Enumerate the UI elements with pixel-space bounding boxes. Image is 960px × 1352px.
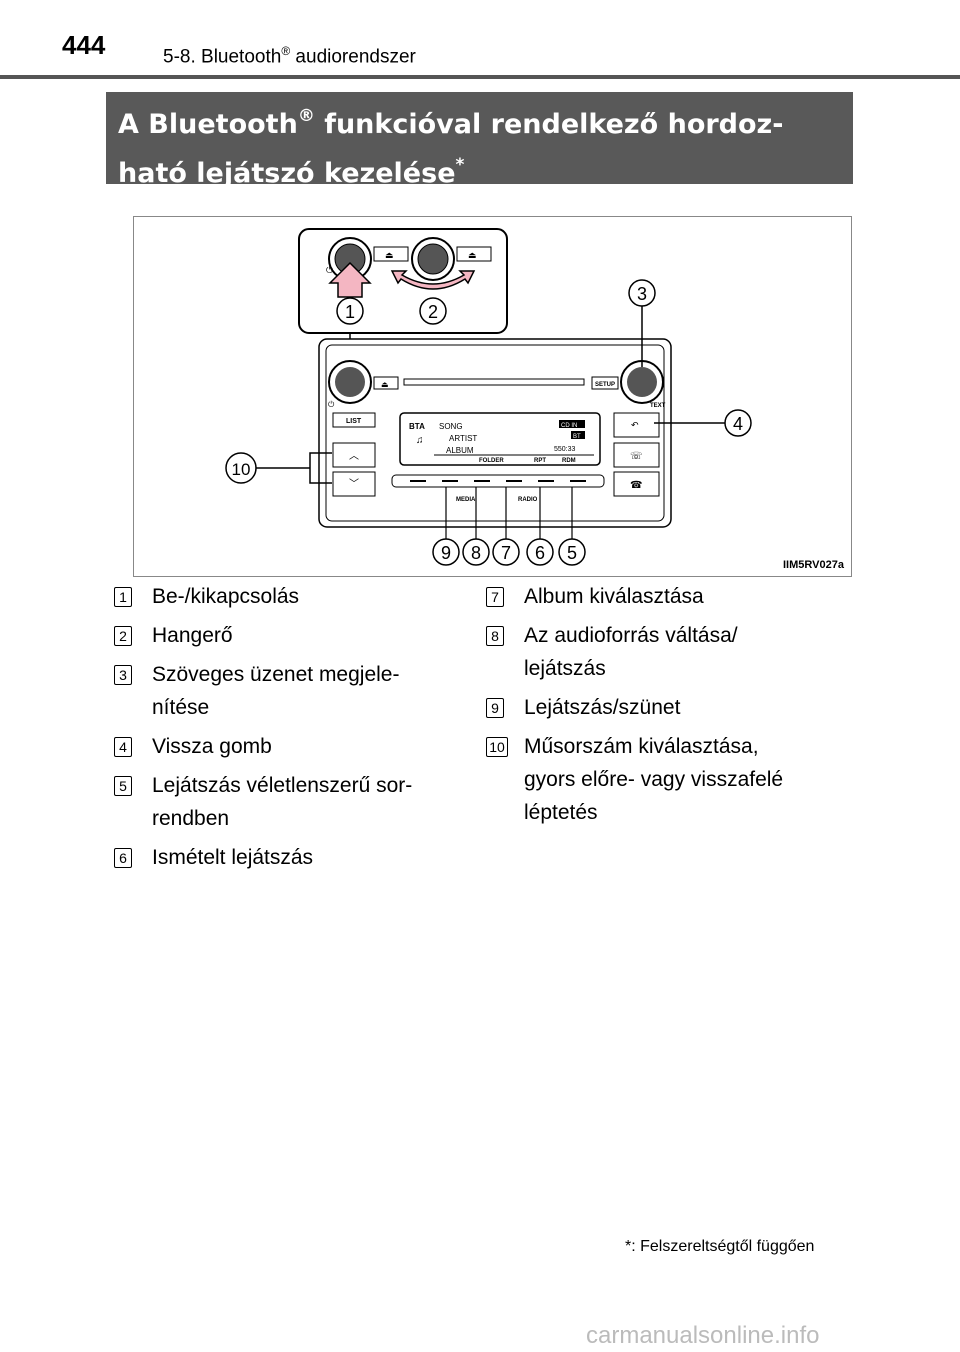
press-arrow-icon — [328, 261, 372, 298]
time-label: 550:33 — [554, 446, 576, 453]
rpt-label: RPT — [534, 458, 546, 464]
callout-5: 5 — [567, 543, 577, 563]
figure-code: IIM5RV027a — [783, 559, 844, 571]
list-label: LIST — [346, 418, 362, 425]
media-label: MEDIA — [456, 497, 476, 503]
watermark: carmanualsonline.info — [586, 1322, 820, 1349]
svg-text:︿: ︿ — [349, 451, 359, 462]
callout-10: 10 — [232, 460, 251, 479]
eject-icon: ⏏ — [385, 250, 394, 260]
music-note-icon: ♫ — [416, 435, 424, 446]
footnote: *: Felszereltségtől függően — [625, 1238, 815, 1255]
header-rule — [0, 75, 960, 79]
setup-label: SETUP — [595, 382, 615, 388]
callout-6: 6 — [535, 543, 545, 563]
phone-hangup-icon: ☎ — [630, 480, 642, 491]
folder-label: FOLDER — [479, 458, 504, 464]
page-number: 444 — [62, 30, 106, 60]
artist-label: ARTIST — [449, 434, 477, 443]
callout-9: 9 — [441, 543, 451, 563]
callout-1: 1 — [345, 302, 355, 322]
power-icon: ⏻ — [328, 400, 335, 409]
callout-2: 2 — [428, 302, 438, 322]
album-label: ALBUM — [446, 446, 474, 455]
bt-label: BT — [573, 434, 581, 440]
callout-3: 3 — [637, 284, 647, 304]
page-title: A Bluetooth® funkcióval rendelkező hordo… — [106, 92, 853, 189]
section-title: 5-8. Bluetooth® audiorendszer — [163, 44, 416, 68]
audio-panel-illustration: ⏏ ⏏ ⏻ 1 2 ⏻ TEXT ⏏ SETUP LIST ︿ ﹀ ↶ — [225, 228, 752, 566]
rotate-arrow-icon — [390, 270, 476, 290]
song-label: SONG — [439, 422, 463, 431]
radio-label: RADIO — [518, 497, 538, 503]
svg-text:﹀: ﹀ — [349, 478, 359, 490]
phone-icon: ☏ — [630, 451, 643, 462]
page-header: 444 5-8. Bluetooth® audiorendszer — [0, 0, 960, 79]
audio-panel-figure: ⏏ ⏏ ⏻ 1 2 ⏻ TEXT ⏏ SETUP LIST ︿ ﹀ ↶ — [133, 216, 852, 577]
callout-7: 7 — [501, 543, 511, 563]
cd-in-label: CD IN — [561, 423, 577, 429]
text-label: TEXT — [650, 403, 666, 409]
eject-icon: ⏏ — [468, 250, 477, 260]
callout-8: 8 — [471, 543, 481, 563]
back-icon: ↶ — [631, 420, 639, 430]
power-icon: ⏻ — [326, 265, 333, 275]
callout-4: 4 — [733, 414, 743, 434]
bta-label: BTA — [409, 422, 425, 431]
svg-text:⏏: ⏏ — [381, 380, 389, 389]
rdm-label: RDM — [562, 458, 576, 464]
